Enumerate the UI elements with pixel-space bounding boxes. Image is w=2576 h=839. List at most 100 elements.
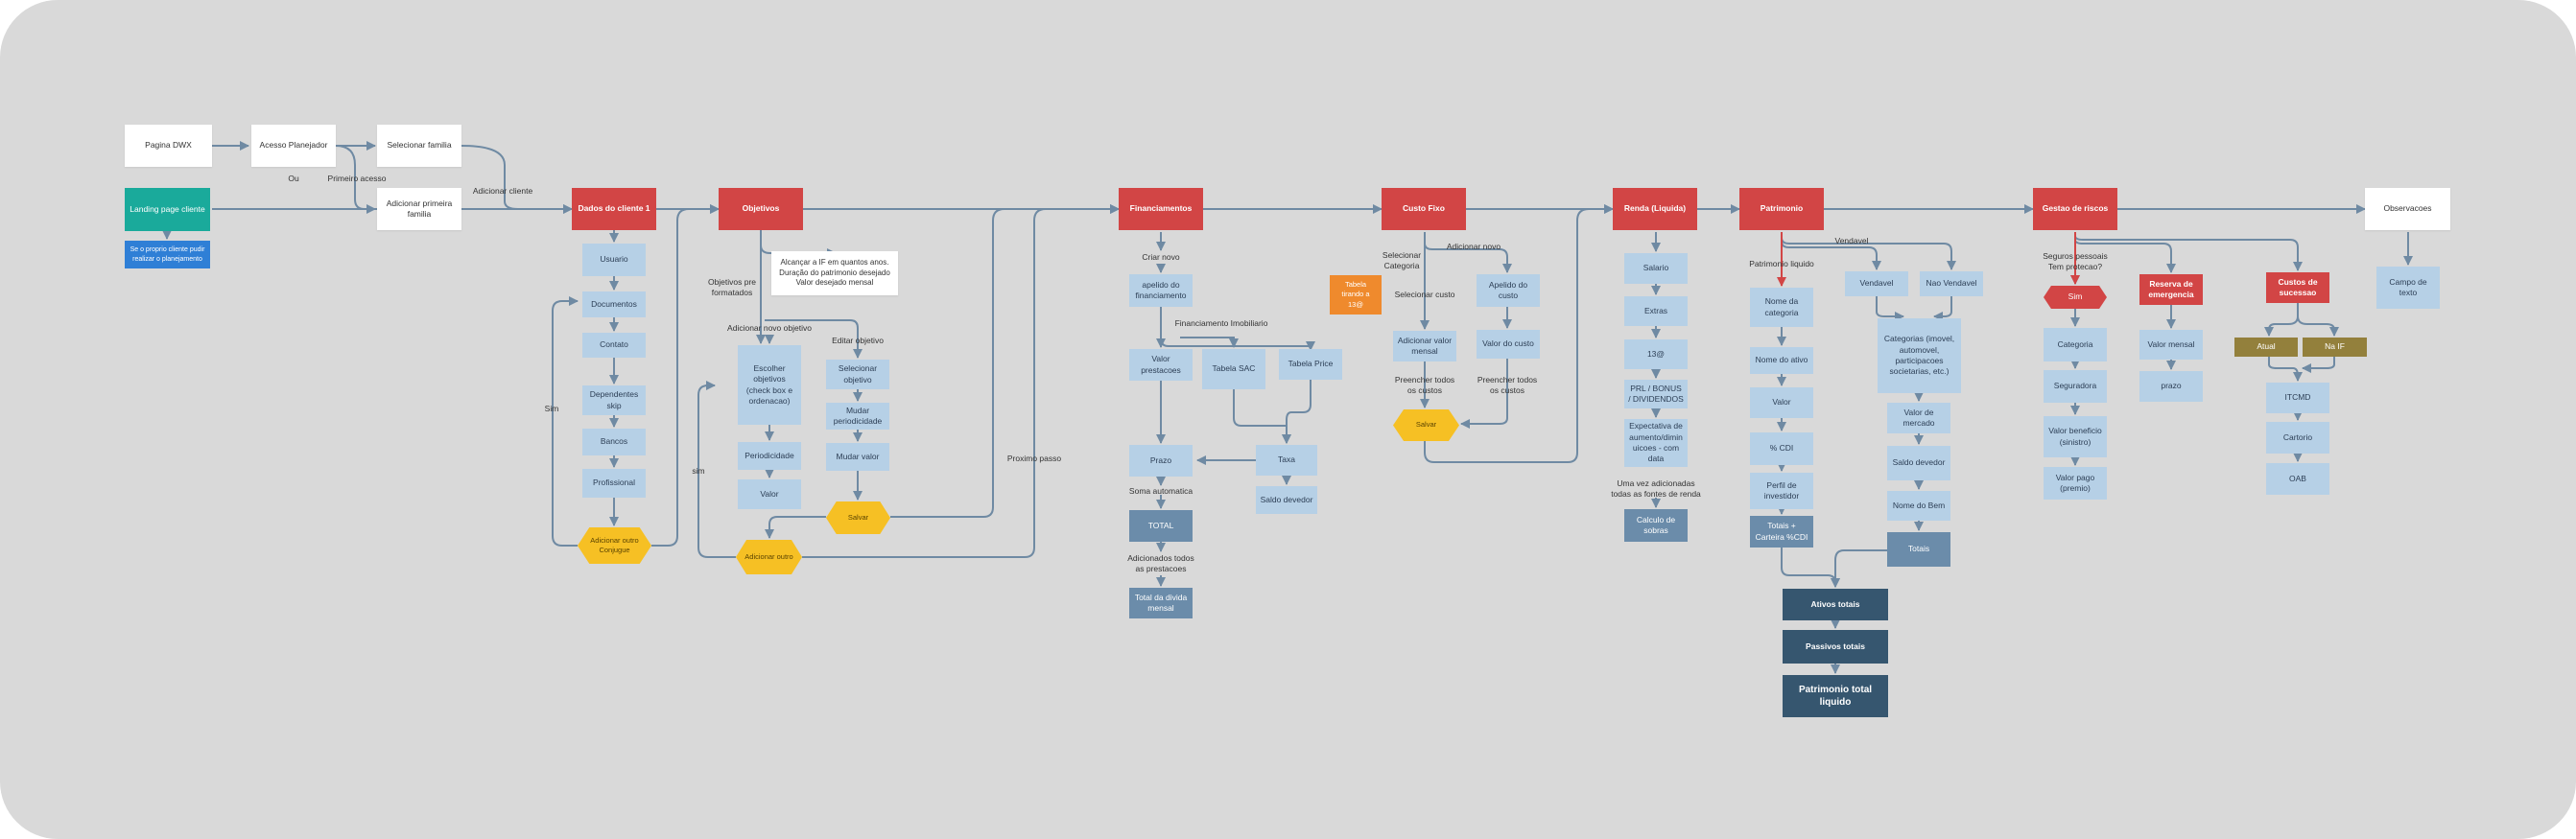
campo-texto-input[interactable]: Campo de texto [2376,267,2440,309]
renda-item[interactable]: Extras [1624,296,1688,326]
calculo-sobras: Calculo de sobras [1624,509,1688,542]
landing-page-node[interactable]: Landing page cliente [125,188,210,231]
sucessao-item[interactable]: Cartorio [2266,422,2329,454]
valor-prestacoes-input[interactable]: Valor prestacoes [1129,349,1193,381]
dados-item[interactable]: Profissional [582,469,646,498]
connector [2268,357,2303,382]
objetivos-item[interactable]: Periodicidade [738,442,801,470]
patrimonio-liquido-item[interactable]: % CDI [1750,432,1813,465]
patrimonio-liquido-item[interactable]: Perfil de investidor [1750,473,1813,509]
adicionar-primeira-familia-node[interactable]: Adicionar primeira familia [377,188,461,230]
patrimonio-liquido-item[interactable]: Valor [1750,387,1813,418]
label-adicionar-novo: Adicionar novo [1446,242,1501,251]
patrimonio-liquido-item[interactable]: Nome da categoria [1750,288,1813,327]
label-sim: sim [692,466,705,476]
patrimonio-bem-item[interactable]: Valor de mercado [1887,403,1950,433]
tabela-sac-option[interactable]: Tabela SAC [1202,349,1265,389]
connector [697,381,736,558]
reserva-item[interactable]: prazo [2139,371,2203,402]
label-primeiro-acesso: Primeiro acesso [327,174,387,183]
label-adicionar-cliente: Adicionar cliente [472,186,533,196]
label-ou: Ou [288,174,299,183]
atual-option[interactable]: Atual [2234,338,2298,357]
taxa-input[interactable]: Taxa [1256,445,1317,476]
apelido-custo-input[interactable]: Apelido do custo [1477,274,1540,307]
sucessao-item[interactable]: ITCMD [2266,383,2329,413]
total-divida-mensal: Total da divida mensal [1129,588,1193,618]
salvar-custo-button[interactable]: Salvar [1393,409,1459,441]
renda-item[interactable]: Expectativa de aumento/dimin uicoes - co… [1624,419,1688,467]
dados-item[interactable]: Usuario [582,244,646,276]
renda-item[interactable]: Salario [1624,253,1688,284]
acesso-planejador-node[interactable]: Acesso Planejador [251,125,336,167]
adicionar-outro-objetivo-decision[interactable]: Adicionar outro [736,540,802,574]
patrimonio-total-liquido: Patrimonio total liquido [1783,675,1888,717]
sucessao-item[interactable]: OAB [2266,463,2329,495]
nao-vendavel-node[interactable]: Nao Vendavel [1920,271,1983,296]
label-adicionar-objetivo: Adicionar novo objetivo [727,323,812,333]
objetivos-item[interactable]: Mudar valor [826,443,889,471]
dados-item[interactable]: Bancos [582,429,646,455]
seguro-item[interactable]: Categoria [2044,328,2107,361]
renda-item[interactable]: PRL / BONUS / DIVIDENDOS [1624,380,1688,408]
na-if-option[interactable]: Na IF [2303,338,2367,357]
dados-item[interactable]: Documentos [582,291,646,317]
dados-cliente-header[interactable]: Dados do cliente 1 [572,188,656,230]
objetivos-item[interactable]: Escolher objetivos (check box e ordenaca… [738,345,801,425]
passivos-totais: Passivos totais [1783,630,1888,664]
patrimonio-bem-item[interactable]: Nome do Bem [1887,491,1950,521]
custo-fixo-header[interactable]: Custo Fixo [1382,188,1466,230]
connector [802,204,1120,558]
connector [461,145,573,214]
connector [335,145,376,214]
label-editar-objetivo: Editar objetivo [832,336,884,345]
dados-item[interactable]: Contato [582,333,646,358]
reserva-item[interactable]: Valor mensal [2139,330,2203,360]
seguro-item[interactable]: Valor beneficio (sinistro) [2044,416,2107,457]
sim-decision[interactable]: Sim [2044,286,2107,309]
patrimonio-liquido-item[interactable]: Nome do ativo [1750,347,1813,374]
label-fontes-renda: Uma vez adicionadas todas as fontes de r… [1611,478,1701,500]
connector [1233,389,1291,444]
financiamentos-header[interactable]: Financiamentos [1119,188,1203,230]
landing-note: Se o proprio cliente pudir realizar o pl… [125,241,210,268]
tabela-price-option[interactable]: Tabela Price [1279,349,1342,380]
objetivos-note: Alcançar a IF em quantos anos. Duração d… [771,251,898,295]
ativos-totais: Ativos totais [1783,589,1888,620]
connector [651,204,720,547]
categorias-bens[interactable]: Categorias (imovel, automovel, participa… [1878,318,1961,393]
objetivos-item[interactable]: Selecionar objetivo [826,360,889,389]
objetivos-header[interactable]: Objetivos [719,188,803,230]
saldo-devedor-input[interactable]: Saldo devedor [1256,486,1317,514]
selecionar-familia-node[interactable]: Selecionar familia [377,125,461,167]
connector [1282,380,1312,444]
totais-bens: Totais [1887,532,1950,567]
patrimonio-bem-item[interactable]: Saldo devedor [1887,446,1950,480]
objetivos-item[interactable]: Valor [738,479,801,509]
gestao-riscos-header[interactable]: Gestao de riscos [2033,188,2117,230]
salvar-objetivo-button[interactable]: Salvar [826,501,890,534]
custos-sucessao-node[interactable]: Custos de sucessao [2266,272,2329,303]
connector [1180,337,1239,348]
renda-item[interactable]: 13@ [1624,339,1688,369]
label-vendavel: Vendavel [1834,236,1869,245]
reserva-emergencia-node[interactable]: Reserva de emergencia [2139,274,2203,305]
prazo-input[interactable]: Prazo [1129,445,1193,477]
vendavel-node[interactable]: Vendavel [1845,271,1908,296]
valor-custo-input[interactable]: Valor do custo [1477,330,1540,359]
label-selecionar-custo: Selecionar custo [1394,290,1455,299]
observacoes-header[interactable]: Observacoes [2365,188,2450,230]
seguro-item[interactable]: Seguradora [2044,370,2107,403]
apelido-financiamento-input[interactable]: apelido do financiamento [1129,274,1193,307]
seguro-item[interactable]: Valor pago (premio) [2044,467,2107,500]
label-objetivos-pre-formatados: Objetivos pre formatados [707,277,757,298]
dados-item[interactable]: Dependentes skip [582,385,646,415]
connector [765,516,826,539]
objetivos-item[interactable]: Mudar periodicidade [826,403,889,430]
patrimonio-header[interactable]: Patrimonio [1739,188,1824,230]
adicionar-valor-mensal-input[interactable]: Adicionar valor mensal [1393,331,1456,361]
renda-header[interactable]: Renda (Liquida) [1613,188,1697,230]
pagina-dwx-node[interactable]: Pagina DWX [125,125,212,167]
adicionar-conjugue-decision[interactable]: Adicionar outro Conjugue [578,527,651,564]
